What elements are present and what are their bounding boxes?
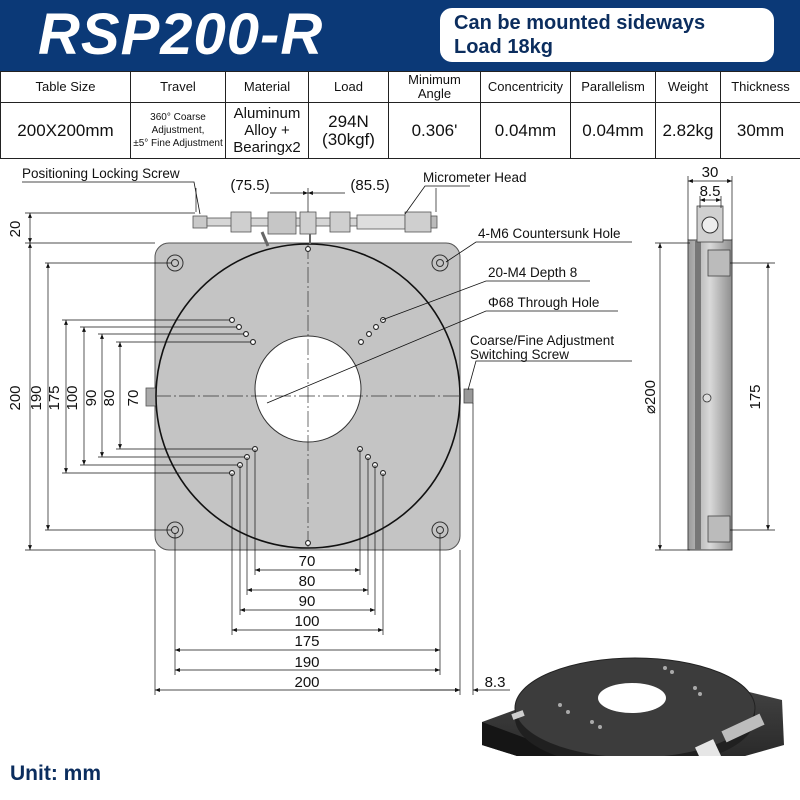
dim-side-175: 175 bbox=[747, 384, 764, 409]
dim-side-dia-200: ⌀200 bbox=[642, 380, 659, 414]
photo-holes bbox=[558, 666, 702, 729]
dim-side-8-5: 8.5 bbox=[700, 183, 721, 200]
side-groove bbox=[695, 240, 701, 550]
top-view: 20 200 190 175 100 90 80 70 bbox=[7, 166, 632, 695]
side-tab bbox=[145, 387, 157, 407]
value-min-angle: 0.306' bbox=[388, 102, 481, 159]
photo-micrometer-thimble bbox=[695, 739, 725, 756]
header-min-angle-line1: Minimum bbox=[408, 72, 461, 87]
spec-table: Table Size Travel Material Load Minimum … bbox=[0, 71, 800, 159]
value-load-line2: (30kgf) bbox=[322, 129, 375, 149]
value-travel: 360° Coarse Adjustment, ±5° Fine Adjustm… bbox=[130, 102, 226, 159]
header-thickness: Thickness bbox=[720, 71, 800, 103]
callout-countersunk: 4-M6 Countersunk Hole bbox=[478, 226, 621, 241]
dim-left-100: 100 bbox=[64, 385, 81, 410]
dim-bottom-70: 70 bbox=[299, 553, 316, 570]
dim-side-30: 30 bbox=[702, 164, 719, 181]
technical-drawing: 20 200 190 175 100 90 80 70 bbox=[7, 164, 784, 756]
dim-top-75-5: (75.5) bbox=[230, 177, 269, 194]
side-clamp-bottom bbox=[707, 515, 731, 543]
bottom-dimension-labels: 70 80 90 100 175 190 200 8.3 bbox=[294, 553, 505, 691]
callout-leaders bbox=[22, 181, 632, 404]
mounting-note: Can be mounted sideways Load 18kg bbox=[440, 8, 774, 62]
side-micrometer-block bbox=[696, 205, 724, 243]
dim-left-80: 80 bbox=[101, 390, 118, 407]
left-dimension-labels: 20 200 190 175 100 90 80 70 bbox=[7, 221, 142, 411]
side-micrometer-head bbox=[701, 216, 719, 234]
header-load: Load bbox=[308, 71, 389, 103]
value-travel-line2: Adjustment, bbox=[151, 125, 205, 136]
value-load-line1: 294N bbox=[328, 111, 369, 131]
value-travel-line1: 360° Coarse bbox=[150, 112, 206, 123]
dim-bottom-175: 175 bbox=[294, 633, 319, 650]
callout-positioning-screw: Positioning Locking Screw bbox=[22, 166, 180, 181]
spec-value-row: 200X200mm 360° Coarse Adjustment, ±5° Fi… bbox=[0, 102, 800, 159]
value-thickness: 30mm bbox=[720, 102, 800, 159]
dim-left-190: 190 bbox=[28, 385, 45, 410]
header-banner: RSP200-R Can be mounted sideways Load 18… bbox=[0, 0, 800, 71]
value-load: 294N (30kgf) bbox=[308, 102, 389, 159]
side-screw bbox=[702, 393, 712, 403]
value-material-line2: Alloy + bbox=[244, 122, 290, 139]
header-min-angle-line2: Angle bbox=[417, 86, 452, 101]
photo-lock-screw bbox=[511, 710, 525, 720]
dim-20: 20 bbox=[7, 221, 24, 238]
dim-left-90: 90 bbox=[83, 390, 100, 407]
callout-switch-screw-2: Switching Screw bbox=[470, 347, 569, 362]
side-clamp-top bbox=[707, 249, 731, 277]
note-line-load: Load 18kg bbox=[454, 36, 553, 58]
value-travel-line3: ±5° Fine Adjustment bbox=[133, 138, 223, 149]
note-line-sideways: Can be mounted sideways bbox=[454, 12, 706, 34]
value-material: Aluminum Alloy + Bearingx2 bbox=[225, 102, 309, 159]
header-concentricity: Concentricity bbox=[480, 71, 571, 103]
value-concentricity: 0.04mm bbox=[480, 102, 571, 159]
photo-micrometer-barrel bbox=[721, 713, 765, 743]
dim-bottom-90: 90 bbox=[299, 593, 316, 610]
left-dimension-lines bbox=[25, 212, 253, 551]
dim-bottom-80: 80 bbox=[299, 573, 316, 590]
value-material-line1: Aluminum bbox=[233, 105, 301, 122]
header-weight: Weight bbox=[655, 71, 721, 103]
micrometer-assembly bbox=[192, 211, 438, 247]
side-view: 30 8.5 ⌀200 175 bbox=[642, 164, 775, 551]
header-travel: Travel bbox=[130, 71, 226, 103]
model-title: RSP200-R bbox=[38, 2, 324, 67]
value-parallelism: 0.04mm bbox=[570, 102, 656, 159]
dim-left-175: 175 bbox=[46, 385, 63, 410]
dim-top-85-5: (85.5) bbox=[350, 177, 389, 194]
value-material-line3: Bearingx2 bbox=[233, 139, 301, 156]
value-table-size: 200X200mm bbox=[0, 102, 131, 159]
product-photo bbox=[482, 657, 784, 756]
dim-bottom-200: 200 bbox=[294, 674, 319, 691]
side-dimension-labels: 30 8.5 ⌀200 175 bbox=[642, 164, 764, 414]
callout-labels: Positioning Locking Screw Micrometer Hea… bbox=[22, 166, 621, 362]
callout-switch-screw-1: Coarse/Fine Adjustment bbox=[470, 333, 614, 348]
m4-holes bbox=[229, 246, 386, 546]
value-weight: 2.82kg bbox=[655, 102, 721, 159]
photo-through-hole bbox=[598, 683, 666, 713]
spec-header-row: Table Size Travel Material Load Minimum … bbox=[0, 71, 800, 103]
header-material: Material bbox=[225, 71, 309, 103]
bottom-dimension-lines bbox=[154, 403, 510, 695]
callout-through-hole: Φ68 Through Hole bbox=[488, 295, 599, 310]
callout-micrometer: Micrometer Head bbox=[423, 170, 527, 185]
header-min-angle: Minimum Angle bbox=[388, 71, 481, 103]
dim-bottom-100: 100 bbox=[294, 613, 319, 630]
dim-left-200: 200 bbox=[7, 385, 24, 410]
switching-screw bbox=[463, 388, 474, 404]
side-dimension-lines bbox=[655, 176, 775, 551]
top-dimension-labels: (75.5) (85.5) bbox=[230, 177, 389, 194]
header-parallelism: Parallelism bbox=[570, 71, 656, 103]
dim-bottom-190: 190 bbox=[294, 654, 319, 671]
callout-m4-depth: 20-M4 Depth 8 bbox=[488, 265, 577, 280]
header-table-size: Table Size bbox=[0, 71, 131, 103]
unit-label: Unit: mm bbox=[10, 762, 101, 785]
dim-left-70: 70 bbox=[125, 390, 142, 407]
dim-bottom-8-3: 8.3 bbox=[485, 674, 506, 691]
